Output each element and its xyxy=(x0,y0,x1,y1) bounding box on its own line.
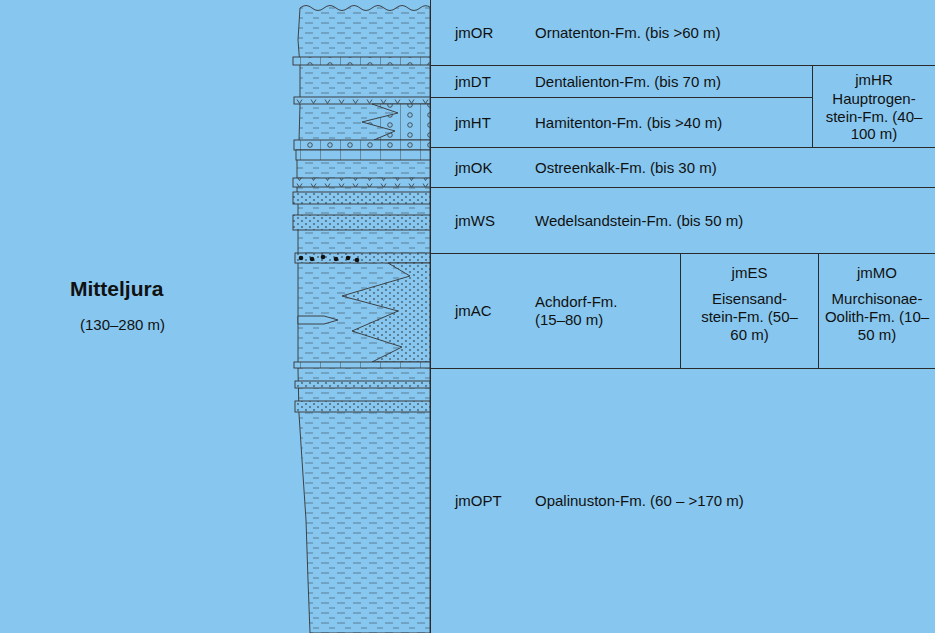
pebble xyxy=(355,258,360,263)
formation-band: jmOPTOpalinuston-Fm. (60 – >170 m) xyxy=(430,368,935,633)
formation-code: jmOK xyxy=(455,159,535,177)
limestone-bed xyxy=(296,150,430,160)
formation-cell: jmES Eisensand- stein-Fm. (50–60 m) xyxy=(680,253,818,368)
formation-code: jmWS xyxy=(455,212,535,230)
formation-cell: jmMO Murchisonae- Oolith-Fm. (10–50 m) xyxy=(818,253,935,368)
formation-code: jmES xyxy=(732,264,768,282)
sandstone-bed xyxy=(295,401,430,412)
formation-name: Eisensand- stein-Fm. (50–60 m) xyxy=(700,290,800,344)
oolite-bed xyxy=(294,140,430,150)
sandstone-bed xyxy=(295,381,430,388)
iron-oolite-bed xyxy=(294,97,430,104)
formation-name: Dentalienton-Fm. (bis 70 m) xyxy=(535,73,721,91)
formation-name: Achdorf-Fm. (15–80 m) xyxy=(535,293,635,329)
formation-band: jmACAchdorf-Fm. (15–80 m) xyxy=(430,253,680,368)
conglomerate-pebbles xyxy=(299,255,360,263)
formation-cell: jmHR Hauptrogen- stein-Fm. (40–100 m) xyxy=(812,65,935,147)
period-label: Mitteljura xyxy=(70,277,163,301)
claystone-profile xyxy=(297,6,430,633)
formation-code: jmHR xyxy=(855,71,893,88)
pebble xyxy=(299,256,304,261)
conglomerate-bed xyxy=(295,253,430,263)
pebble xyxy=(310,257,315,262)
limestone-bed xyxy=(293,178,430,187)
formation-code: jmOPT xyxy=(455,492,535,510)
formation-name: Ornatenton-Fm. (bis >60 m) xyxy=(535,24,720,42)
formation-name: Wedelsandstein-Fm. (bis 50 m) xyxy=(535,212,743,230)
pebble xyxy=(321,255,326,260)
formation-band: jmOKOstreenkalk-Fm. (bis 30 m) xyxy=(430,147,935,187)
oolite-wedge xyxy=(362,104,430,140)
formation-name: Opalinuston-Fm. (60 – >170 m) xyxy=(535,492,744,510)
formation-code: jmHT xyxy=(455,114,535,132)
formation-code: jmOR xyxy=(455,24,535,42)
sandstone-bed xyxy=(293,215,430,230)
sandstone-bed xyxy=(293,192,430,204)
formation-band: jmOROrnatenton-Fm. (bis >60 m) xyxy=(430,0,935,65)
formation-name: Hamitenton-Fm. (bis >40 m) xyxy=(535,114,722,132)
formation-name: Murchisonae- Oolith-Fm. (10–50 m) xyxy=(824,290,930,344)
sandstone-lens xyxy=(298,316,338,324)
formation-band: jmHTHamitenton-Fm. (bis >40 m) xyxy=(430,97,812,147)
limestone-bed xyxy=(294,362,430,368)
formation-band: jmWSWedelsandstein-Fm. (bis 50 m) xyxy=(430,187,935,253)
formation-band: jmDTDentalienton-Fm. (bis 70 m) xyxy=(430,65,812,97)
sandstone-wedge xyxy=(342,263,430,362)
oolite-bed xyxy=(293,57,430,65)
formation-name: Ostreenkalk-Fm. (bis 30 m) xyxy=(535,159,717,177)
formation-code: jmDT xyxy=(455,73,535,91)
formation-code: jmAC xyxy=(455,302,535,320)
pebble xyxy=(346,256,351,261)
rock-beds xyxy=(293,57,430,412)
formation-name: Hauptrogen- stein-Fm. (40–100 m) xyxy=(820,90,928,142)
pebble xyxy=(334,257,339,262)
thickness-label: (130–280 m) xyxy=(80,316,165,333)
formation-code: jmMO xyxy=(857,264,897,282)
